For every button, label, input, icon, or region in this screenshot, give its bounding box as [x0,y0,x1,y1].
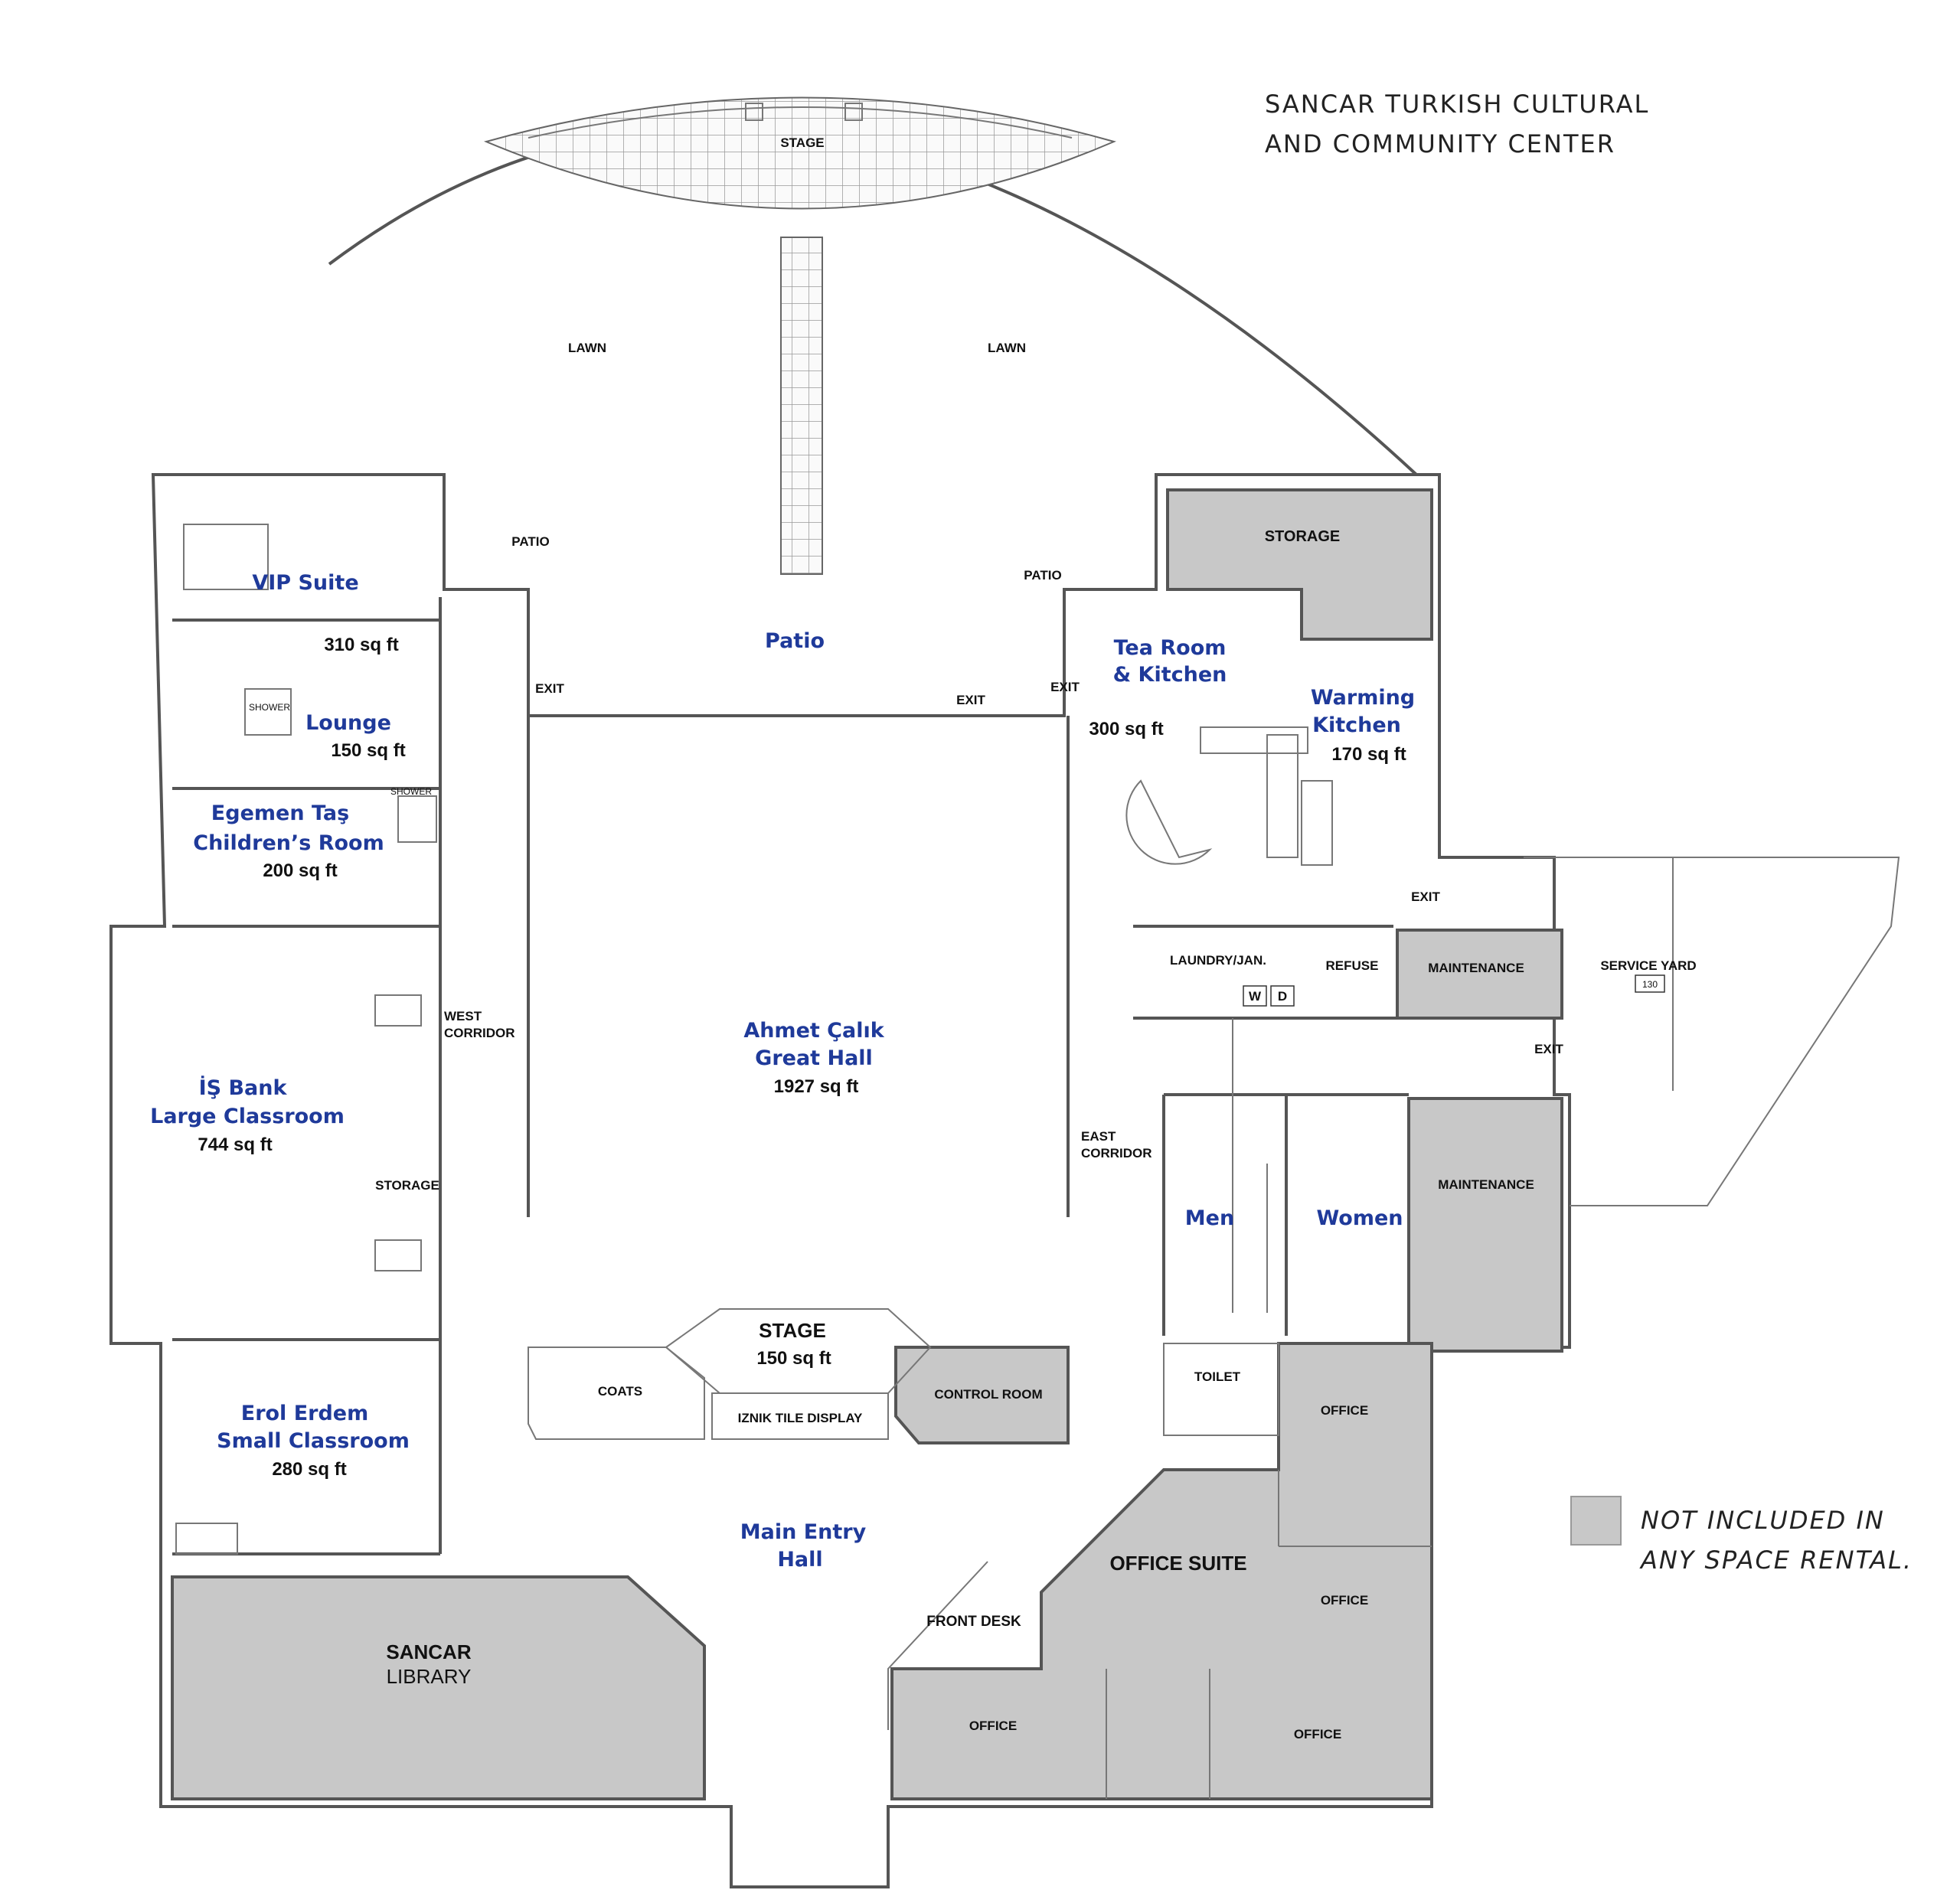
label-storage-west: STORAGE [375,1178,439,1193]
storage-east [1166,488,1433,641]
label-toilet: TOILET [1194,1369,1241,1384]
maintenance-north [1396,929,1563,1020]
label-storage-east: STORAGE [1265,528,1341,545]
label-office-suite: OFFICE SUITE [1109,1552,1246,1575]
legend-line-1: NOT INCLUDED IN [1641,1506,1885,1535]
area-small-classroom: 280 sq ft [272,1459,346,1480]
label-maintenance-north: MAINTENANCE [1428,961,1524,975]
room-tea-room-name-1: Tea Room [1114,636,1227,660]
label-patio-left: PATIO [511,534,549,549]
label-maintenance-south: MAINTENANCE [1438,1177,1534,1192]
area-large-classroom: 744 sq ft [198,1134,272,1155]
label-shower-vip: SHOWER [249,702,290,713]
area-childrens-room: 200 sq ft [263,860,337,881]
room-main-entry-name-2: Hall [777,1548,822,1572]
room-childrens-name-2: Children’s Room [193,831,384,855]
label-lawn-right: LAWN [988,341,1026,355]
label-control-room: CONTROL ROOM [934,1387,1042,1402]
building-shell [109,473,1571,1888]
room-library-name-1: SANCAR [386,1640,471,1663]
area-lounge: 150 sq ft [331,740,405,761]
label-refuse: REFUSE [1326,958,1379,973]
label-office-3: OFFICE [969,1719,1017,1733]
room-lounge: Lounge [305,711,391,735]
room-great-hall-name-1: Ahmet Çalık [743,1019,884,1043]
label-washer: W [1249,989,1262,1004]
label-lawn-left: LAWN [568,341,606,355]
label-stage-outdoor: STAGE [780,135,824,150]
room-warming-kitchen-name-1: Warming [1311,686,1415,710]
title-line-1: SANCAR TURKISH CULTURAL [1265,90,1649,119]
label-office-4: OFFICE [1294,1727,1341,1741]
room-childrens-name-1: Egemen Taş [211,801,349,825]
area-stage: 150 sq ft [756,1348,831,1369]
legend-swatch [1570,1496,1622,1546]
area-vip-suite: 310 sq ft [324,635,398,655]
label-east-corridor-2: CORRIDOR [1081,1146,1152,1160]
label-front-desk: FRONT DESK [926,1614,1021,1630]
legend-line-2: ANY SPACE RENTAL. [1639,1546,1913,1575]
room-main-entry-name-1: Main Entry [740,1520,867,1544]
label-exit-service: EXIT [1534,1042,1563,1056]
control-room [894,1346,1070,1444]
outdoor-stage-area [328,96,1418,575]
room-large-classroom-name-2: Large Classroom [150,1105,345,1128]
label-shower-lounge: SHOWER [390,786,432,797]
title-line-2: AND COMMUNITY CENTER [1265,129,1615,158]
room-warming-kitchen-name-2: Kitchen [1312,713,1401,737]
label-exit-tea-room: EXIT [1050,680,1080,694]
label-office-1: OFFICE [1321,1403,1368,1418]
label-iznik: IZNIK TILE DISPLAY [738,1411,863,1425]
not-included-zones [171,488,1563,1800]
label-service-yard: SERVICE YARD [1600,958,1696,973]
label-west-corridor-2: CORRIDOR [444,1026,515,1040]
maintenance-south [1407,1097,1563,1353]
label-exit-patio-center: EXIT [956,693,985,707]
room-great-hall-name-2: Great Hall [755,1046,873,1070]
area-warming-kitchen: 170 sq ft [1331,744,1406,765]
room-small-classroom-name-2: Small Classroom [217,1429,410,1453]
area-great-hall: 1927 sq ft [774,1076,859,1097]
service-yard-number-box [1635,974,1665,993]
room-small-classroom-name-1: Erol Erdem [241,1402,369,1425]
library [171,1575,706,1800]
room-women: Women [1316,1206,1403,1230]
label-west-corridor-1: WEST [444,1009,482,1023]
room-stage: STAGE [759,1319,826,1342]
label-dryer: D [1278,989,1287,1004]
room-men: Men [1185,1206,1234,1230]
label-laundry: LAUNDRY/JAN. [1170,953,1266,968]
room-vip-suite: VIP Suite [252,571,358,595]
label-exit-west-patio: EXIT [535,681,564,696]
interior-details [175,524,1900,1799]
label-exit-kitchen: EXIT [1411,890,1440,904]
dryer-box [1270,985,1295,1007]
room-large-classroom-name-1: İŞ Bank [199,1076,288,1100]
label-east-corridor-1: EAST [1081,1129,1116,1144]
room-patio: Patio [765,629,825,653]
washer-box [1243,985,1267,1007]
label-coats: COATS [598,1384,642,1399]
area-tea-room: 300 sq ft [1089,719,1163,739]
label-patio-right: PATIO [1024,568,1061,583]
label-office-2: OFFICE [1321,1593,1368,1608]
office-suite [890,1342,1433,1800]
room-library-name-2: LIBRARY [387,1665,472,1688]
room-tea-room-name-2: & Kitchen [1113,663,1227,687]
label-service-yard-num: 130 [1642,979,1658,990]
